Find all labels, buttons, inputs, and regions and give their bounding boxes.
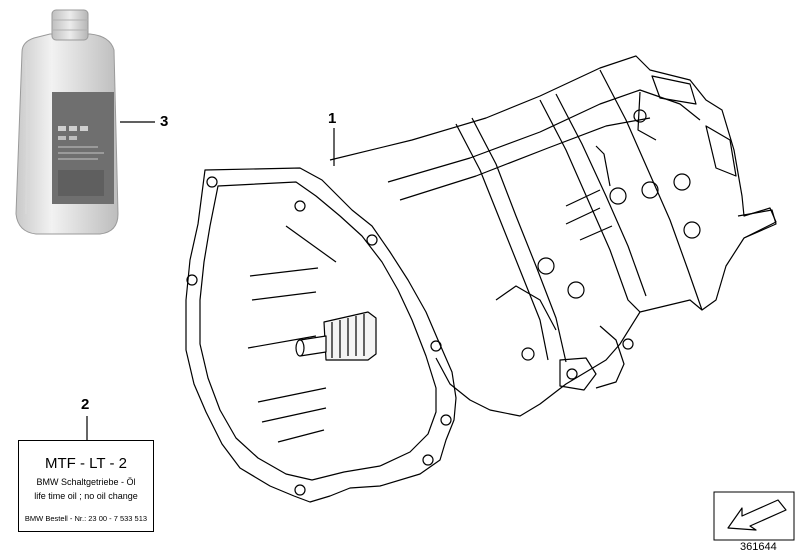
label-oil-note: life time oil ; no oil change <box>34 491 138 501</box>
label-oil-type: MTF - LT - 2 <box>45 455 127 472</box>
diagram-id: 361644 <box>740 541 777 553</box>
label-order-number: BMW Bestell - Nr.: 23 00 - 7 533 513 <box>24 514 148 523</box>
oil-bottle-icon <box>15 9 119 235</box>
callout-3: 3 <box>160 113 169 130</box>
oil-label-card: MTF - LT - 2 BMW Schaltgetriebe - Öl lif… <box>18 440 154 532</box>
manual-gearbox-icon <box>185 55 777 503</box>
label-oil-description: BMW Schaltgetriebe - Öl <box>36 477 136 487</box>
callout-2: 2 <box>81 396 90 413</box>
callout-1: 1 <box>328 110 337 127</box>
arrow-down-left-icon <box>713 491 795 541</box>
